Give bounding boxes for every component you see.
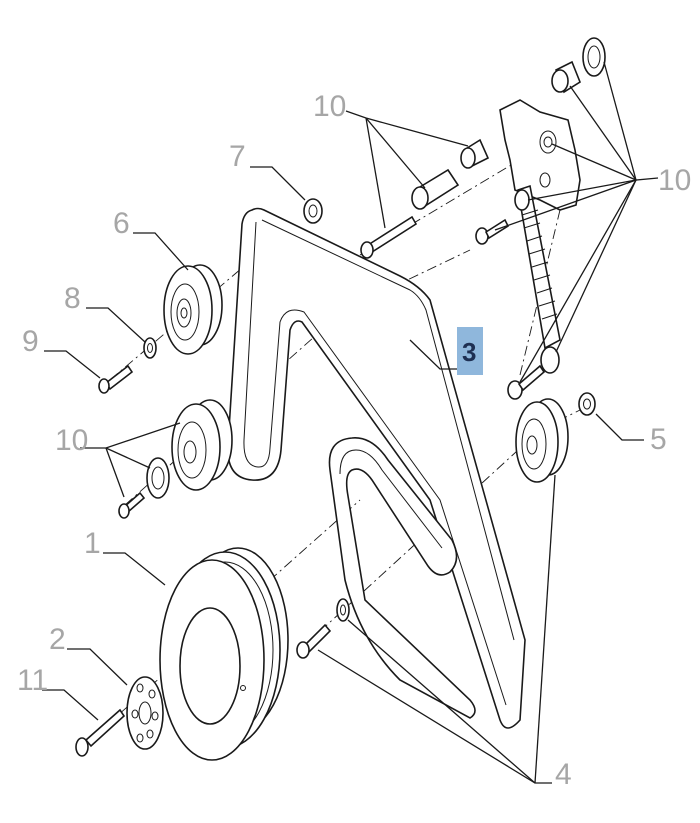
tensioner-cap — [578, 392, 596, 416]
tensioner-pulley — [515, 398, 569, 483]
lower-bolt — [296, 623, 332, 659]
callout-numbers: 7 6 8 9 10 1 2 11 3 5 4 10 10 — [17, 90, 691, 791]
top-spacer — [411, 168, 460, 210]
upper-bushing-right — [551, 60, 581, 94]
lower-washer — [336, 598, 350, 622]
leader-lines — [42, 61, 659, 784]
callout-7: 7 — [229, 140, 246, 173]
callout-1: 1 — [84, 527, 101, 560]
damper-bolt — [507, 364, 546, 400]
top-bushing — [460, 138, 490, 169]
callout-9: 9 — [22, 325, 39, 358]
serpentine-belt — [227, 207, 526, 729]
upper-idler-washer — [143, 337, 157, 359]
callout-10-top: 10 — [313, 90, 346, 123]
callout-2: 2 — [49, 623, 66, 656]
callout-8: 8 — [64, 282, 81, 315]
callout-3: 3 — [462, 337, 476, 367]
tensioner-bracket — [499, 99, 581, 211]
callout-6: 6 — [113, 207, 130, 240]
crankshaft-pulley — [159, 547, 289, 761]
callout-10-right: 10 — [658, 164, 691, 197]
middle-idler-washer — [146, 457, 170, 499]
idler-pulley-middle — [171, 399, 233, 491]
middle-idler-bolt — [118, 491, 146, 519]
top-bolt — [360, 215, 418, 259]
bracket-bolt — [475, 218, 510, 245]
pulley-washer-plate — [126, 676, 164, 750]
upper-ring-right — [582, 37, 606, 77]
callout-5: 5 — [650, 423, 667, 456]
highlight-box-3 — [457, 327, 483, 375]
upper-idler-bolt — [98, 364, 134, 394]
tensioner-damper — [514, 184, 561, 374]
crank-bolt — [75, 708, 126, 757]
callout-10-left: 10 — [55, 424, 88, 457]
idler-cap — [303, 198, 323, 224]
callout-4: 4 — [555, 758, 572, 791]
idler-pulley-upper — [163, 264, 223, 355]
callout-11: 11 — [17, 664, 48, 697]
inner-belt — [328, 437, 476, 719]
